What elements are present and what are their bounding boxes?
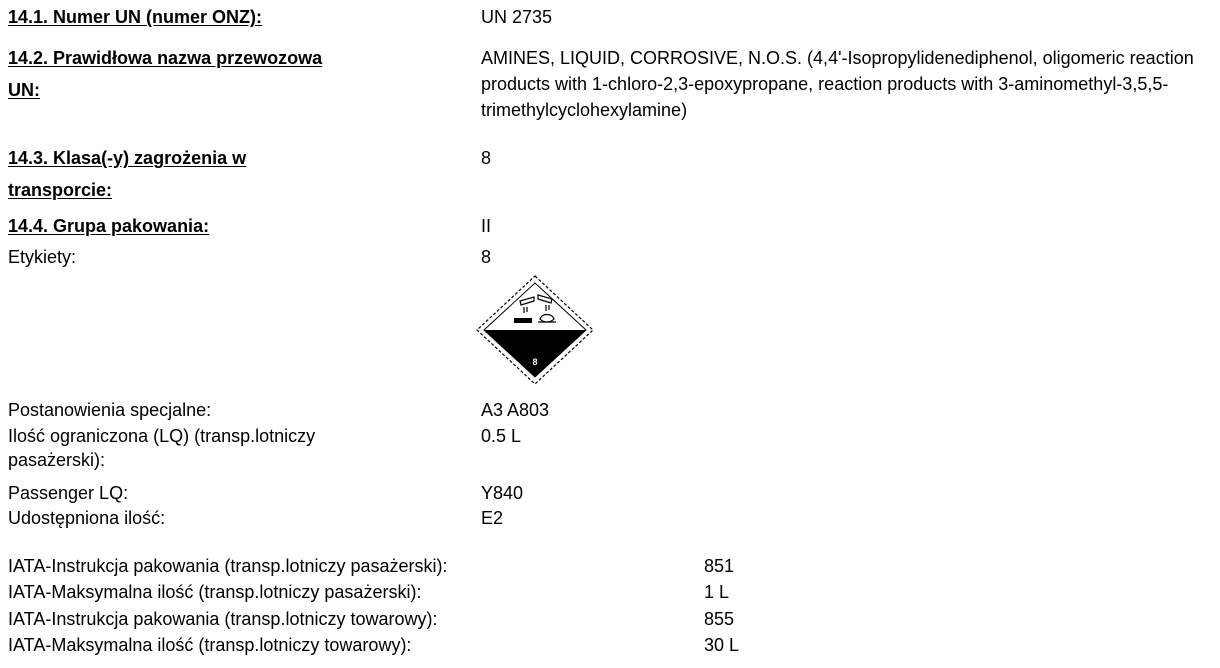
labels-value: 8 [481,247,492,267]
shipping-name-value: AMINES, LIQUID, CORROSIVE, N.O.S. (4,4'-… [481,48,1194,120]
iata-row-value: 30 L [704,635,740,655]
packing-group-value: II [481,216,492,236]
un-number-label: 14.1. Numer UN (numer ONZ): [8,7,263,27]
limited-quantity-value: 0.5 L [481,426,522,446]
iata-row-label: IATA-Instrukcja pakowania (transp.lotnic… [8,556,448,576]
special-provisions-label: Postanowienia specjalne: [8,400,212,420]
hazard-class-label: 14.3. Klasa(-y) zagrożenia w transporcie… [8,148,247,200]
special-provisions-value: A3 A803 [481,400,550,420]
pictogram-class-number: 8 [532,357,537,367]
limited-quantity-label: Ilość ograniczona (LQ) (transp.lotniczy … [8,426,316,470]
passenger-lq-value: Y840 [481,483,524,503]
shipping-name-label: 14.2. Prawidłowa nazwa przewozowa UN: [8,48,323,100]
excepted-quantity-value: E2 [481,508,504,528]
labels-label: Etykiety: [8,247,77,267]
excepted-quantity-label: Udostępniona ilość: [8,508,166,528]
packing-group-label: 14.4. Grupa pakowania: [8,216,210,236]
corrosive-class-8-diamond-icon: 8 [476,275,594,385]
un-number-value: UN 2735 [481,7,553,27]
iata-row-value: 1 L [704,582,730,602]
passenger-lq-label: Passenger LQ: [8,483,129,503]
iata-row-label: IATA-Maksymalna ilość (transp.lotniczy p… [8,582,422,602]
hazard-class-value: 8 [481,148,492,168]
iata-row-value: 851 [704,556,735,576]
iata-row-value: 855 [704,609,735,629]
iata-row-label: IATA-Maksymalna ilość (transp.lotniczy t… [8,635,412,655]
iata-row-label: IATA-Instrukcja pakowania (transp.lotnic… [8,609,438,629]
